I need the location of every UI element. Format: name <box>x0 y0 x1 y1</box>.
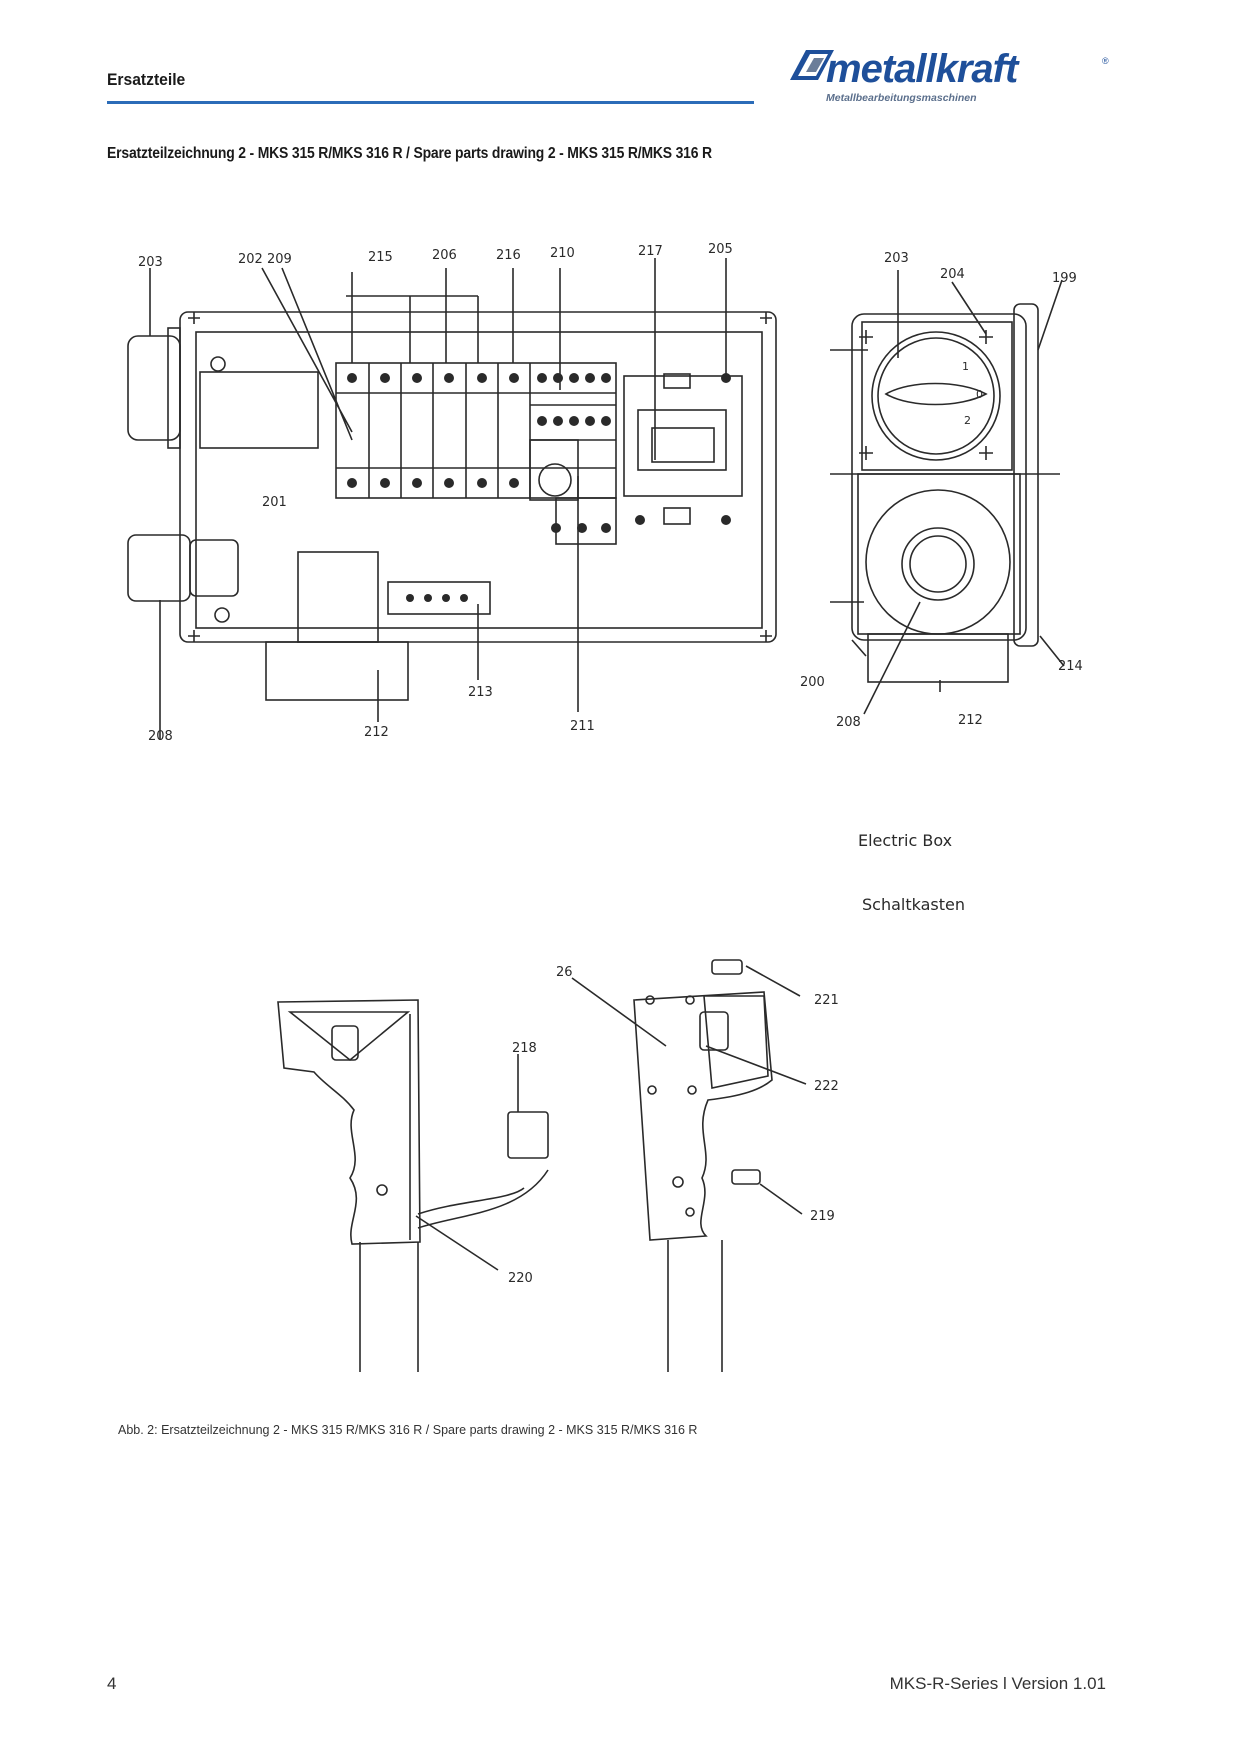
label-202-209: 202 209 <box>238 252 292 267</box>
label-203-left: 203 <box>138 255 163 270</box>
electric-box-label-de: Schaltkasten <box>862 895 965 914</box>
switch-position-2: 2 <box>964 414 971 427</box>
label-208-left: 208 <box>148 729 173 744</box>
label-210: 210 <box>550 246 575 261</box>
label-218: 218 <box>512 1041 537 1056</box>
logo-tagline: Metallbearbeitungsmaschinen <box>826 92 977 104</box>
label-206: 206 <box>432 248 457 263</box>
label-204: 204 <box>940 267 965 282</box>
label-222: 222 <box>814 1079 839 1094</box>
section-title: Ersatzteilzeichnung 2 - MKS 315 R/MKS 31… <box>107 145 712 162</box>
figure-caption: Abb. 2: Ersatzteilzeichnung 2 - MKS 315 … <box>118 1423 698 1437</box>
label-211: 211 <box>570 719 595 734</box>
label-199: 199 <box>1052 271 1077 286</box>
label-215: 215 <box>368 250 393 265</box>
handle-drawings <box>277 959 807 1372</box>
label-220: 220 <box>508 1271 533 1286</box>
label-219: 219 <box>810 1209 835 1224</box>
switch-position-0: 0 <box>976 388 983 401</box>
label-217: 217 <box>638 244 663 259</box>
logo-registered-mark: ® <box>1102 56 1109 66</box>
label-212-right: 212 <box>958 713 983 728</box>
page-number: 4 <box>107 1674 117 1693</box>
label-26: 26 <box>556 965 573 980</box>
electric-box-front-view <box>127 258 777 740</box>
part-labels: 203 202 209 215 206 216 210 217 205 203 … <box>138 242 1083 1286</box>
label-203-right: 203 <box>884 251 909 266</box>
switch-position-1: 1 <box>962 360 969 373</box>
terminal-screws <box>347 373 731 602</box>
label-212-left: 212 <box>364 725 389 740</box>
label-213: 213 <box>468 685 493 700</box>
label-205: 205 <box>708 242 733 257</box>
electric-box-label-en: Electric Box <box>858 831 952 850</box>
label-216: 216 <box>496 248 521 263</box>
label-201: 201 <box>262 495 287 510</box>
metallkraft-logo: metallkraft <box>790 47 1021 91</box>
label-208-right: 208 <box>836 715 861 730</box>
page-header-title: Ersatzteile <box>107 70 186 89</box>
electric-box-side-view <box>830 270 1065 715</box>
svg-text:metallkraft: metallkraft <box>826 47 1020 91</box>
footer-version: MKS-R-Series l Version 1.01 <box>889 1674 1106 1693</box>
label-214: 214 <box>1058 659 1083 674</box>
header-divider <box>107 101 754 104</box>
label-200: 200 <box>800 675 825 690</box>
label-221: 221 <box>814 993 839 1008</box>
